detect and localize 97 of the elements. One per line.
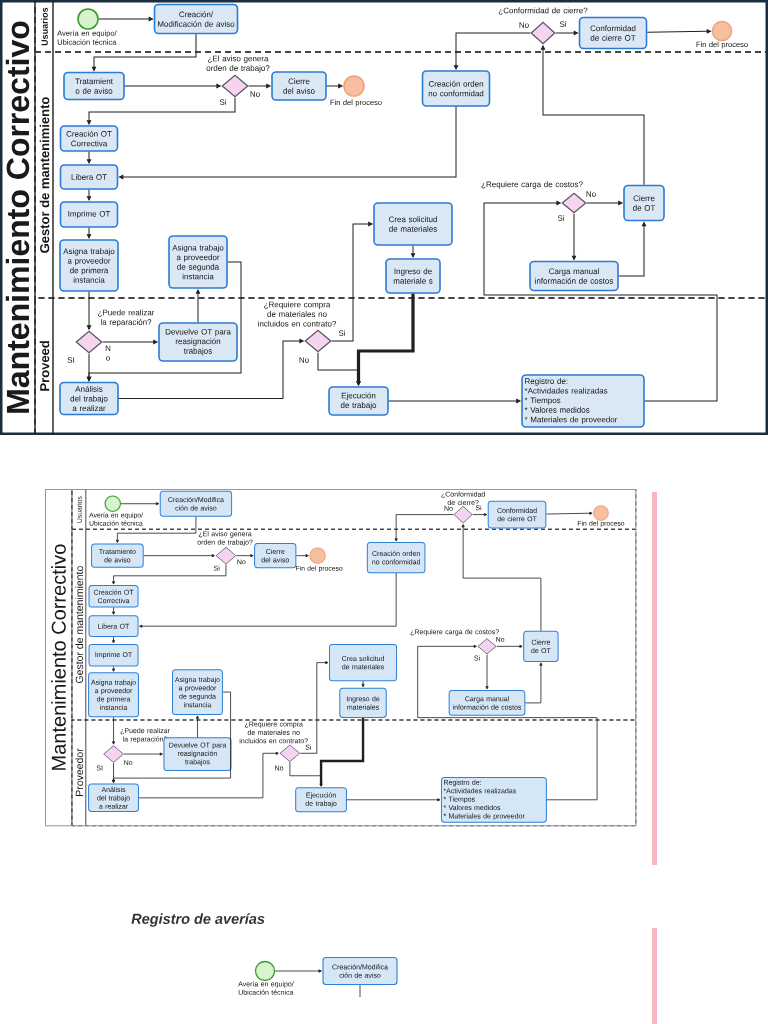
arrow xyxy=(139,572,397,628)
arrow xyxy=(299,661,329,754)
arrow xyxy=(112,607,116,615)
arrow xyxy=(120,502,160,506)
task-box: Devuelve OT para reasignación trabajos xyxy=(158,322,238,362)
task-box: Libera OT xyxy=(59,164,119,190)
arrow xyxy=(112,716,116,745)
edge-label: Si xyxy=(556,214,566,222)
task-box: Creación orden no conformidad xyxy=(421,70,491,107)
arrow xyxy=(453,32,531,70)
task-box: Carga manual información de costos xyxy=(529,260,619,292)
lane-label: Usuarios xyxy=(41,7,48,46)
arrow xyxy=(112,762,116,783)
arrow xyxy=(112,666,116,672)
arrow xyxy=(115,516,197,543)
arrow xyxy=(98,16,153,22)
edge-label: SI xyxy=(66,356,76,364)
arrow xyxy=(123,752,163,756)
arrow xyxy=(483,200,718,402)
edge-label: N o xyxy=(103,344,113,362)
arrow xyxy=(91,33,197,71)
task-box: Registro de: *Actividades realizadas * Tiempos * Valores medidos * Materiales de proveedor xyxy=(521,374,645,428)
arrow xyxy=(319,718,365,787)
task-box: Ejecución de trabajo xyxy=(328,386,389,416)
task-box: Creación/ Modificación de aviso xyxy=(153,3,239,35)
arrow xyxy=(289,761,323,787)
task-box: Asigna trabajo a proveedor de primera instancia xyxy=(59,239,119,292)
arrow xyxy=(545,511,593,515)
arrow xyxy=(119,106,457,180)
arrow xyxy=(143,554,215,558)
decision-question: ¿Requiere carga de costos? xyxy=(481,181,583,189)
arrow xyxy=(248,83,271,89)
edge-label: Si xyxy=(337,329,347,337)
arrow xyxy=(195,289,201,323)
arrow xyxy=(112,636,116,644)
arrow xyxy=(296,554,309,558)
arrow xyxy=(86,151,92,164)
arrow xyxy=(102,339,158,345)
edge-label: No xyxy=(249,90,261,98)
arrow xyxy=(540,45,645,186)
arrow xyxy=(394,514,454,542)
decision-question: ¿Conformidad de cierre? xyxy=(498,7,588,15)
task-box: Tratamient o de aviso xyxy=(63,71,125,101)
task-box: Creación OT Correctiva xyxy=(59,125,119,152)
task-box: Imprime OT xyxy=(59,201,119,228)
arrow xyxy=(274,969,322,973)
arrow xyxy=(361,680,365,688)
task-box: Crea solicitud de materiales xyxy=(373,202,453,246)
arrow xyxy=(485,654,489,690)
arrow xyxy=(555,30,578,36)
pool-title: Mantenimiento Correctivo xyxy=(5,21,30,413)
edge-label: No xyxy=(298,356,310,364)
task-box: Cierre del aviso xyxy=(271,71,327,101)
arrow xyxy=(388,398,521,404)
arrow xyxy=(326,83,343,89)
task-box: Análisis del trabajo a realizar xyxy=(59,381,119,416)
edge-label: Si xyxy=(558,20,568,28)
arrow xyxy=(118,338,304,399)
arrow xyxy=(86,227,92,239)
arrow xyxy=(346,798,441,802)
arrow xyxy=(195,715,199,738)
arrow xyxy=(496,644,523,648)
arrow xyxy=(331,221,373,342)
arrow xyxy=(472,513,488,517)
connector-line xyxy=(359,984,361,998)
arrow xyxy=(86,97,236,125)
decision-question: ¿Puede realizar la reparación? xyxy=(98,309,155,327)
arrow xyxy=(86,353,92,381)
arrow xyxy=(86,291,92,330)
arrow xyxy=(646,29,711,34)
arrow xyxy=(586,200,623,206)
task-box: Cierre de OT xyxy=(623,184,665,222)
section-heading: Registro de averías xyxy=(131,913,265,927)
arrow xyxy=(124,83,221,89)
edge-label: No xyxy=(585,190,597,198)
arrow xyxy=(86,189,92,201)
arrow xyxy=(138,751,279,799)
pool-title: Mantenimiento Correctivo xyxy=(51,544,66,770)
decision-question: ¿El aviso genera orden de trabajo? xyxy=(206,55,270,73)
task-box: Conformidad de cierre OT xyxy=(578,16,648,50)
lane-label: Proveed xyxy=(39,341,50,391)
arrow xyxy=(112,564,227,585)
arrow xyxy=(571,213,577,260)
arrow xyxy=(524,662,543,704)
arrow xyxy=(461,524,542,632)
arrow xyxy=(410,245,416,258)
lane-label: Gestor de mantenimiento xyxy=(75,566,84,684)
decision-question: ¿Requiere compra de materiales no incluidos en contrato? xyxy=(258,301,337,327)
edge-label: Si xyxy=(218,98,228,106)
edge-label: No xyxy=(518,21,530,29)
lane-label: Proveedor xyxy=(75,748,84,796)
task-box: Asigna trabajo a proveedor de segunda instancia xyxy=(168,235,228,289)
arrow xyxy=(236,554,254,558)
lane-label: Gestor de mantenimiento xyxy=(39,97,50,253)
task-box: Ingreso de materiale s xyxy=(385,258,441,294)
arrow xyxy=(618,222,647,277)
arrow xyxy=(417,644,598,801)
